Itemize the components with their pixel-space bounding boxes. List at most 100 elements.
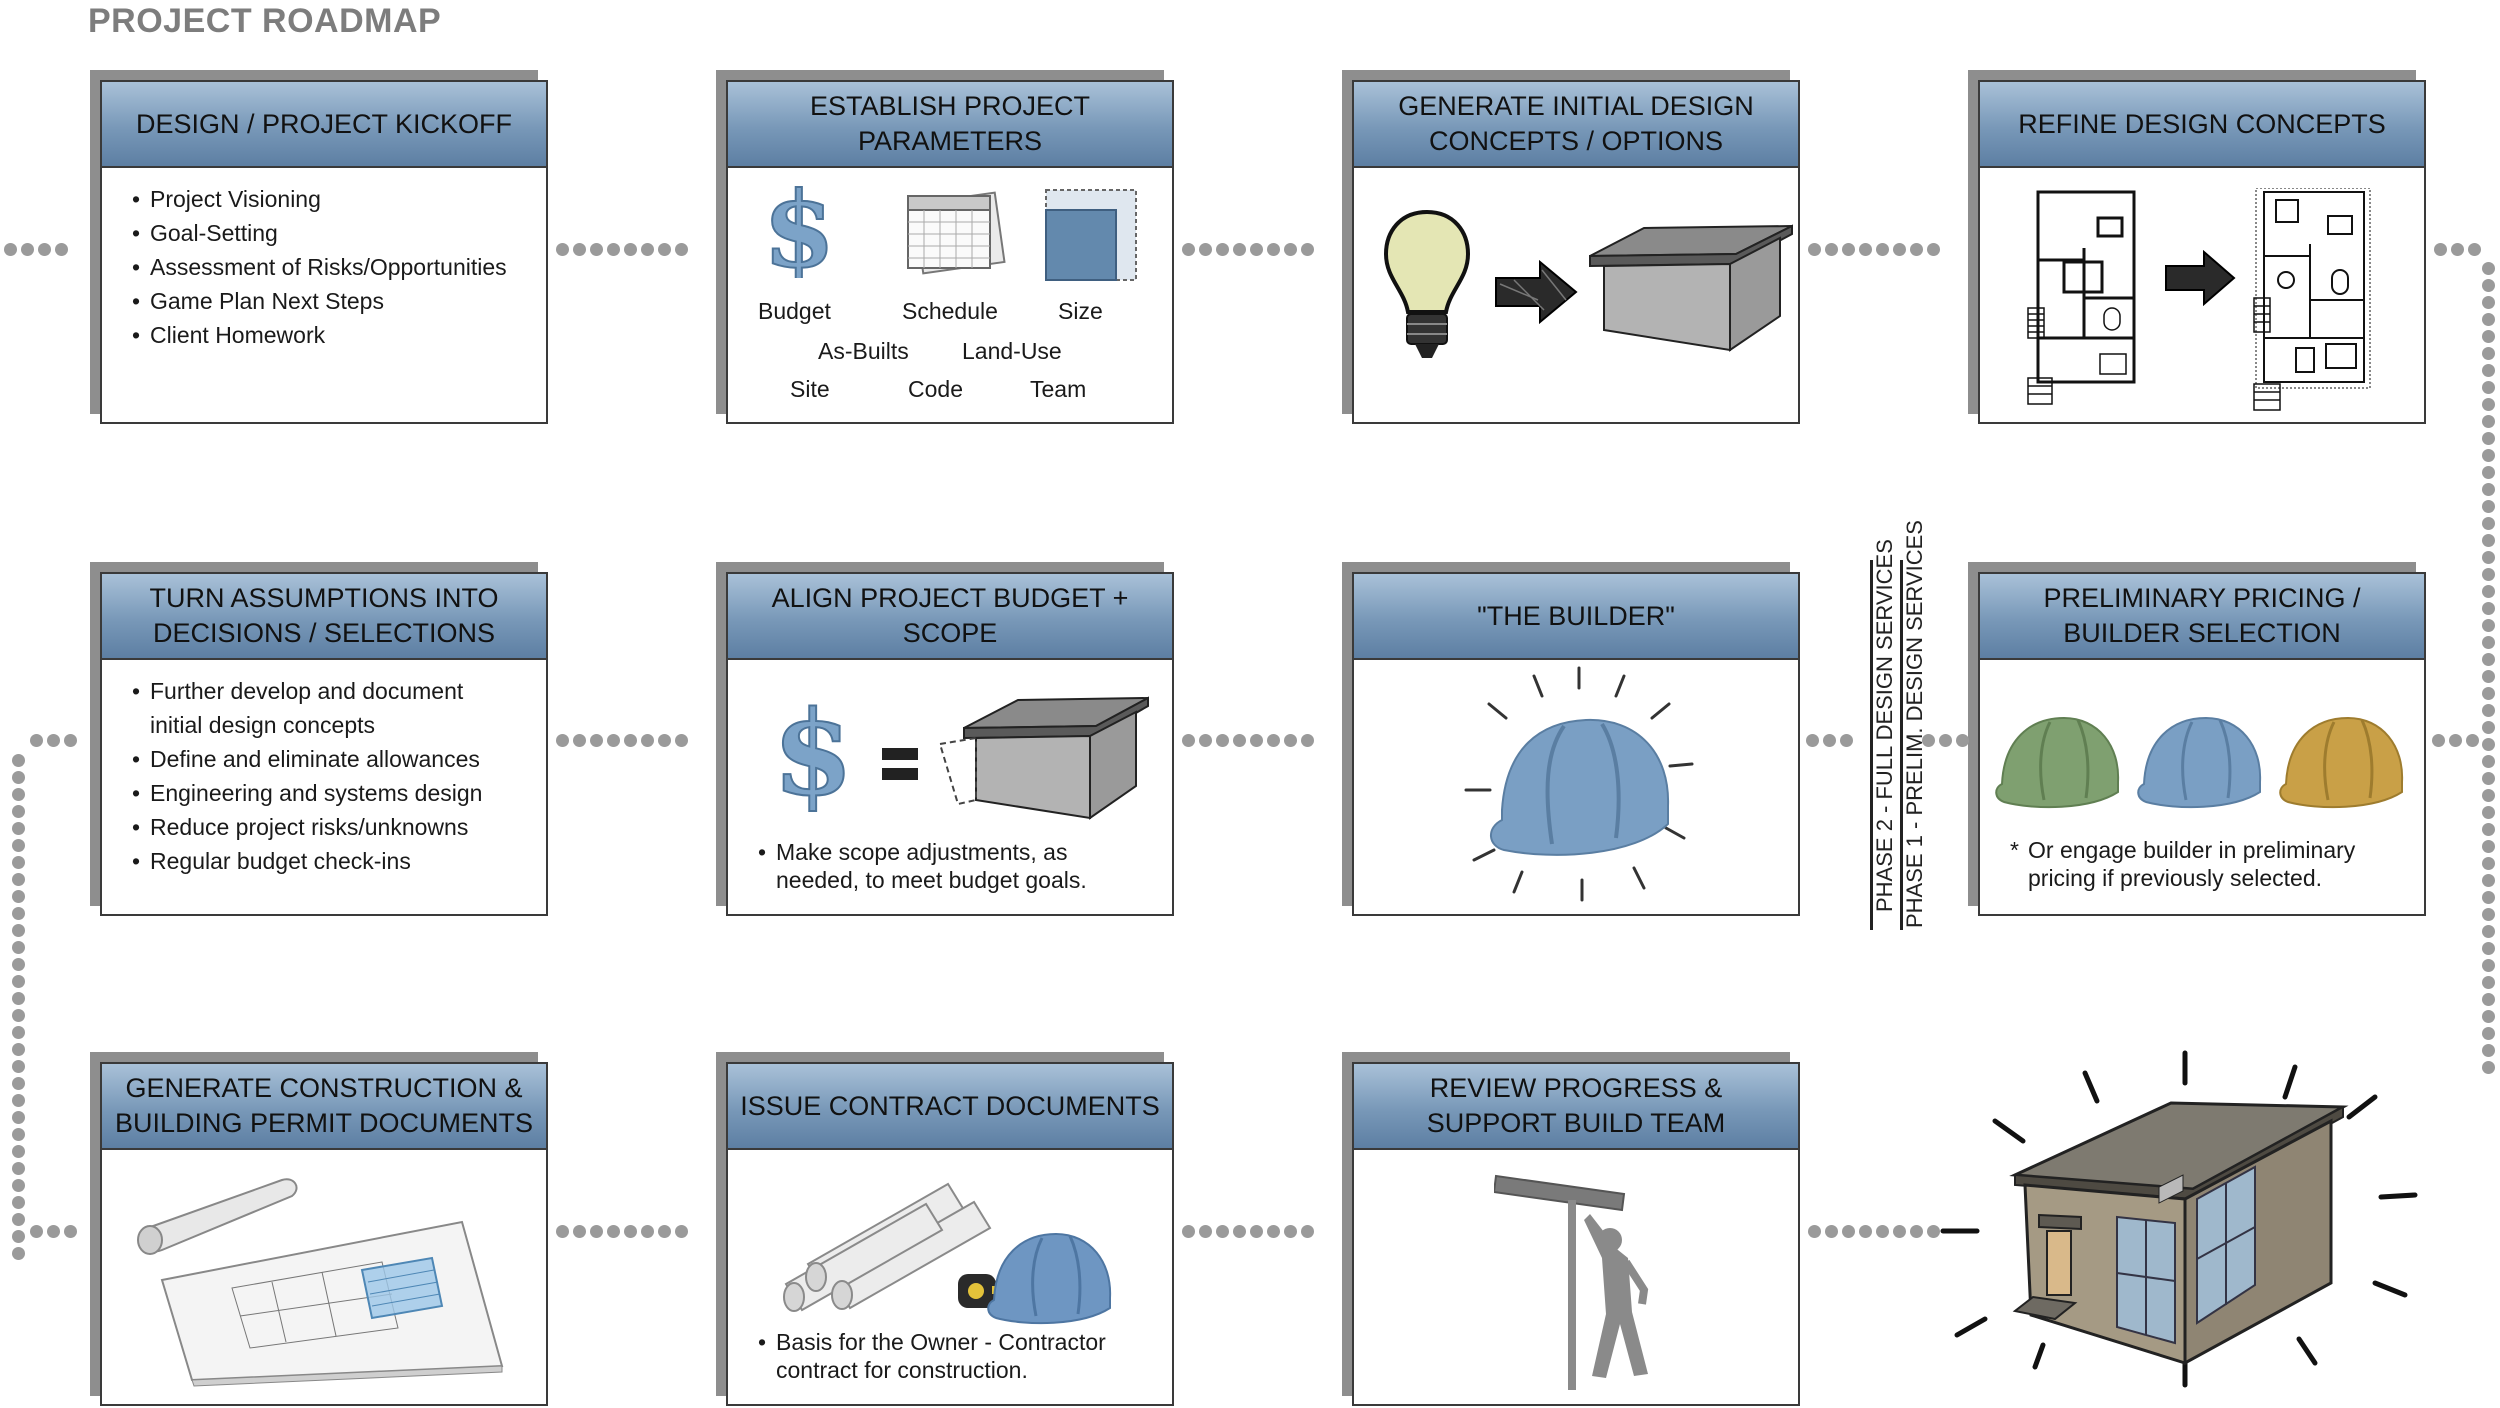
hard-hat-green-icon bbox=[1995, 716, 2120, 809]
step-title: TURN ASSUMPTIONS INTO DECISIONS / SELECT… bbox=[102, 574, 546, 660]
step-body bbox=[1354, 1150, 1798, 1402]
param-label: Team bbox=[1030, 376, 1087, 402]
bullet-item: Game Plan Next Steps bbox=[132, 284, 507, 318]
card-box: ALIGN PROJECT BUDGET + SCOPE $ • Make sc… bbox=[726, 572, 1174, 916]
note-text: Make scope adjustments, as needed, to me… bbox=[776, 839, 1087, 893]
step-title: GENERATE CONSTRUCTION & BUILDING PERMIT … bbox=[102, 1064, 546, 1150]
card-box: ESTABLISH PROJECT PARAMETERS $ Budget Sc… bbox=[726, 80, 1174, 424]
step-card-contract-documents: ISSUE CONTRACT DOCUMENTS bbox=[716, 1052, 1174, 1406]
hard-hat-icon bbox=[1464, 666, 1694, 902]
step-card-construction-documents: GENERATE CONSTRUCTION & BUILDING PERMIT … bbox=[90, 1052, 548, 1406]
card-box: DESIGN / PROJECT KICKOFF Project Visioni… bbox=[100, 80, 548, 424]
dollar-sign-icon: $ bbox=[772, 694, 855, 812]
equals-icon bbox=[882, 748, 918, 780]
bullet-list: Project Visioning Goal-Setting Assessmen… bbox=[132, 182, 507, 352]
bullet-item: Engineering and systems design bbox=[132, 776, 482, 810]
connector-dots bbox=[556, 243, 692, 257]
phase2-label: PHASE 2 - FULL DESIGN SERVICES bbox=[1872, 539, 1897, 912]
svg-text:$: $ bbox=[773, 694, 854, 812]
bullet-item: Reduce project risks/unknowns bbox=[132, 810, 482, 844]
page-title: PROJECT ROADMAP bbox=[88, 2, 442, 40]
calendar-icon bbox=[907, 191, 1006, 275]
construction-worker-icon bbox=[1494, 1174, 1649, 1390]
step-title: ISSUE CONTRACT DOCUMENTS bbox=[728, 1064, 1172, 1150]
card-box: "THE BUILDER" bbox=[1352, 572, 1800, 916]
connector-dots bbox=[30, 1225, 81, 1239]
bullet-list: Further develop and document initial des… bbox=[132, 674, 482, 878]
note-text: Or engage builder in preliminary pricing… bbox=[2028, 837, 2356, 891]
step-card-review-progress: REVIEW PROGRESS & SUPPORT BUILD TEAM bbox=[1342, 1052, 1800, 1406]
step-note: * Or engage builder in preliminary prici… bbox=[2010, 836, 2390, 892]
step-body: * Or engage builder in preliminary prici… bbox=[1980, 660, 2424, 912]
connector-dots bbox=[2434, 243, 2485, 257]
connector-dots bbox=[1808, 1225, 1944, 1239]
finished-house-icon bbox=[1940, 1050, 2418, 1388]
step-body bbox=[1980, 168, 2424, 420]
step-body bbox=[102, 1150, 546, 1402]
note-marker: • bbox=[758, 1329, 767, 1355]
hard-hat-blue-icon bbox=[2137, 716, 2262, 809]
card-box: GENERATE CONSTRUCTION & BUILDING PERMIT … bbox=[100, 1062, 548, 1406]
param-label: Schedule bbox=[902, 298, 998, 324]
step-card-the-builder: "THE BUILDER" bbox=[1342, 562, 1800, 916]
lightbulb-icon bbox=[1383, 209, 1471, 358]
step-title: GENERATE INITIAL DESIGN CONCEPTS / OPTIO… bbox=[1354, 82, 1798, 168]
size-square-icon bbox=[1045, 189, 1137, 281]
connector-dots bbox=[1922, 734, 1973, 748]
bullet-item: Regular budget check-ins bbox=[132, 844, 482, 878]
step-body: Further develop and document initial des… bbox=[102, 660, 546, 912]
step-title: REVIEW PROGRESS & SUPPORT BUILD TEAM bbox=[1354, 1064, 1798, 1150]
step-body bbox=[1354, 168, 1798, 420]
svg-text:$: $ bbox=[763, 178, 835, 278]
phase-line bbox=[1900, 560, 1903, 930]
param-label: Budget bbox=[758, 298, 831, 324]
card-box: REFINE DESIGN CONCEPTS bbox=[1978, 80, 2426, 424]
note-marker: * bbox=[2010, 837, 2019, 863]
bullet-item: Goal-Setting bbox=[132, 216, 507, 250]
connector-dots bbox=[556, 734, 692, 748]
step-note: • Basis for the Owner - Contractor contr… bbox=[758, 1328, 1138, 1384]
step-title: REFINE DESIGN CONCEPTS bbox=[1980, 82, 2424, 168]
rolled-plans-icon bbox=[783, 1182, 992, 1312]
bullet-item: Further develop and document initial des… bbox=[132, 674, 480, 742]
floor-plan-refined-icon bbox=[2253, 188, 2371, 411]
blueprint-sheet-icon bbox=[137, 1178, 504, 1387]
param-label: As-Builts bbox=[818, 338, 909, 364]
hard-hat-blue-icon bbox=[987, 1232, 1112, 1325]
step-card-kickoff: DESIGN / PROJECT KICKOFF Project Visioni… bbox=[90, 70, 548, 424]
connector-dots bbox=[1182, 243, 1318, 257]
phase-divider: PHASE 2 - FULL DESIGN SERVICES PHASE 1 -… bbox=[1858, 520, 1928, 930]
connector-dots bbox=[1182, 1225, 1318, 1239]
connector-dots-vertical bbox=[2482, 262, 2496, 1078]
step-title: PRELIMINARY PRICING / BUILDER SELECTION bbox=[1980, 574, 2424, 660]
connector-dots bbox=[4, 243, 72, 257]
sketch-arrow-icon bbox=[1495, 260, 1578, 324]
step-title: ESTABLISH PROJECT PARAMETERS bbox=[728, 82, 1172, 168]
connector-dots bbox=[556, 1225, 692, 1239]
step-body: • Basis for the Owner - Contractor contr… bbox=[728, 1150, 1172, 1402]
phase1-label: PHASE 1 - PRELIM. DESIGN SERVICES bbox=[1902, 520, 1927, 928]
card-box: ISSUE CONTRACT DOCUMENTS bbox=[726, 1062, 1174, 1406]
card-box: GENERATE INITIAL DESIGN CONCEPTS / OPTIO… bbox=[1352, 80, 1800, 424]
house-massing-icon bbox=[938, 696, 1149, 820]
step-card-decisions: TURN ASSUMPTIONS INTO DECISIONS / SELECT… bbox=[90, 562, 548, 916]
param-label: Land-Use bbox=[962, 338, 1062, 364]
param-label: Site bbox=[790, 376, 830, 402]
step-note: • Make scope adjustments, as needed, to … bbox=[758, 838, 1138, 894]
note-text: Basis for the Owner - Contractor contrac… bbox=[776, 1329, 1106, 1383]
step-body: $ • Make scope adjustments, as needed, t… bbox=[728, 660, 1172, 912]
step-card-parameters: ESTABLISH PROJECT PARAMETERS $ Budget Sc… bbox=[716, 70, 1174, 424]
phase-line bbox=[1870, 560, 1873, 930]
bullet-item: Define and eliminate allowances bbox=[132, 742, 482, 776]
card-box: PRELIMINARY PRICING / BUILDER SELECTION … bbox=[1978, 572, 2426, 916]
param-label: Code bbox=[908, 376, 963, 402]
bullet-item: Assessment of Risks/Opportunities bbox=[132, 250, 507, 284]
param-label: Size bbox=[1058, 298, 1103, 324]
step-body: $ Budget Schedule Size As-Builts Land-Us… bbox=[728, 168, 1172, 420]
connector-dots bbox=[1182, 734, 1318, 748]
card-box: TURN ASSUMPTIONS INTO DECISIONS / SELECT… bbox=[100, 572, 548, 916]
bullet-item: Project Visioning bbox=[132, 182, 507, 216]
step-card-budget-scope: ALIGN PROJECT BUDGET + SCOPE $ • Make sc… bbox=[716, 562, 1174, 916]
connector-dots-vertical bbox=[12, 754, 26, 1264]
step-card-initial-concepts: GENERATE INITIAL DESIGN CONCEPTS / OPTIO… bbox=[1342, 70, 1800, 424]
